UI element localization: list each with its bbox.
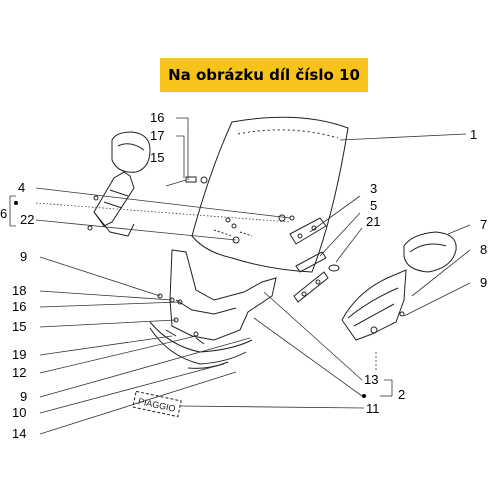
callout-19: 19 bbox=[12, 347, 27, 362]
windshield-part bbox=[191, 116, 349, 273]
callout-16-bottom: 16 bbox=[12, 299, 27, 314]
callout-3: 3 bbox=[370, 181, 378, 196]
callout-17: 17 bbox=[150, 128, 165, 143]
callout-18: 18 bbox=[12, 283, 27, 298]
callout-7: 7 bbox=[480, 217, 488, 232]
callout-14: 14 bbox=[12, 426, 27, 441]
callout-4: 4 bbox=[18, 180, 26, 195]
callout-21: 21 bbox=[366, 214, 381, 229]
callout-5: 5 bbox=[370, 198, 378, 213]
callout-9-left-top: 9 bbox=[20, 249, 28, 264]
callout-8: 8 bbox=[480, 242, 488, 257]
small-fasteners bbox=[87, 176, 405, 337]
mounting-frame-part bbox=[169, 249, 277, 341]
callout-9-right: 9 bbox=[480, 275, 488, 290]
callout-16-top: 16 bbox=[150, 110, 165, 125]
callout-13: 13 bbox=[364, 372, 379, 387]
callout-9-left-bottom: 9 bbox=[20, 389, 28, 404]
callout-6: 6 bbox=[0, 206, 8, 221]
bracket-part bbox=[289, 217, 327, 245]
left-mirror-part bbox=[111, 131, 151, 173]
part-number-banner: Na obrázku díl číslo 10 bbox=[160, 58, 368, 92]
banner-text: Na obrázku díl číslo 10 bbox=[168, 66, 360, 84]
callout-11: 11 bbox=[366, 401, 380, 416]
callout-15-top: 15 bbox=[150, 150, 165, 165]
callout-12: 12 bbox=[12, 365, 27, 380]
callout-2: 2 bbox=[398, 387, 406, 402]
callout-22: 22 bbox=[20, 212, 35, 227]
callout-1: 1 bbox=[470, 127, 478, 142]
callout-10: 10 bbox=[12, 405, 27, 420]
leader-lines bbox=[9, 117, 471, 435]
right-mirror-part bbox=[403, 231, 457, 273]
callout-15-bottom: 15 bbox=[12, 319, 27, 334]
